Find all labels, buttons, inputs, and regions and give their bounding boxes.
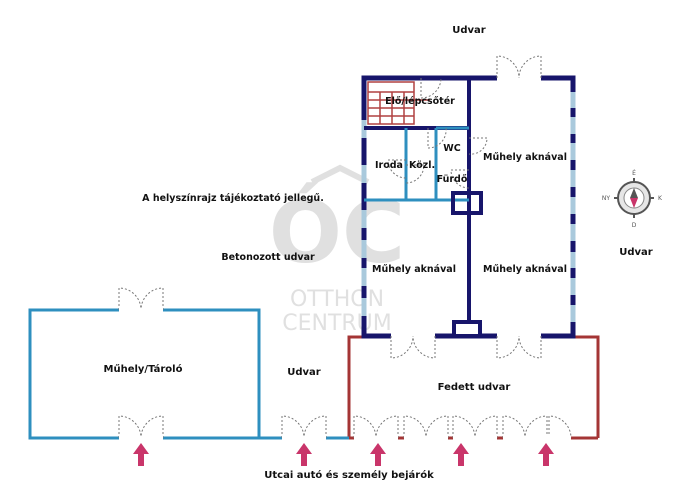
staircase — [367, 81, 430, 125]
watermark-line2: CENTRUM — [282, 311, 392, 336]
label-fedett-udvar: Fedett udvar — [438, 382, 511, 393]
label-wc: WC — [443, 143, 460, 154]
label-disclaimer: A helyszínrajz tájékoztató jellegű. — [142, 193, 324, 204]
compass-east: K — [658, 195, 663, 202]
label-elo-lepcsoter: Elő/lépcsőtér — [385, 96, 455, 107]
label-udvar-middle: Udvar — [287, 367, 321, 378]
entrance-arrow-icon — [370, 443, 386, 466]
label-betonozott-udvar: Betonozott udvar — [221, 252, 315, 263]
compass-icon: É K D NY — [602, 169, 663, 229]
entrance-arrow-icon — [133, 443, 149, 466]
entrance-arrow-icon — [538, 443, 554, 466]
room-labels: Udvar Udvar Udvar Elő/lépcsőtér Iroda Kö… — [104, 25, 653, 481]
label-udvar-top: Udvar — [452, 25, 486, 36]
street-door-openings — [119, 307, 571, 441]
entrance-arrows — [133, 443, 554, 466]
watermark-line1: OTTHON — [290, 287, 384, 312]
label-street-entrances: Utcai autó és személy bejárók — [264, 469, 434, 481]
entrance-arrow-icon — [296, 443, 312, 466]
label-kozl: Közl. — [409, 160, 435, 171]
label-muhely-bottom-right: Műhely aknával — [483, 264, 567, 275]
watermark-roof-icon — [310, 164, 370, 185]
compass-north: É — [632, 169, 636, 177]
compass-west: NY — [602, 195, 610, 202]
entrance-arrow-icon — [453, 443, 469, 466]
label-muhely-bottom-left: Műhely aknával — [372, 264, 456, 275]
pit-marker-upper — [451, 191, 483, 215]
door-swings — [118, 55, 572, 439]
label-furdo: Fürdő — [437, 174, 468, 185]
compass-south: D — [632, 222, 637, 229]
label-muhely-tarolo: Műhely/Tároló — [104, 363, 183, 375]
pit-marker-lower — [452, 320, 482, 338]
label-udvar-right: Udvar — [619, 247, 653, 258]
label-muhely-top-right: Műhely aknával — [483, 152, 567, 163]
interior-walls — [364, 78, 483, 338]
label-iroda: Iroda — [375, 160, 403, 171]
